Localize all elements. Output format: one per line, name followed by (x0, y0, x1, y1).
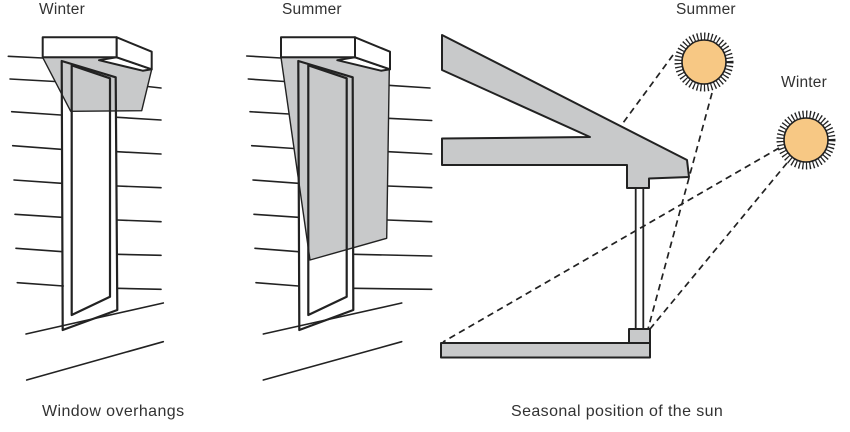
summer-sun-icon (674, 32, 734, 92)
caption-seasonal-position: Seasonal position of the sun (511, 403, 724, 420)
winter-window-diagram (7, 36, 165, 381)
winter-sun-label: Winter (781, 74, 827, 91)
summer-window-diagram (245, 36, 433, 381)
winter-overhang-front (41, 36, 118, 59)
winter-sun-icon (776, 110, 836, 170)
summer-sun-label: Summer (676, 1, 736, 18)
summer-window-label: Summer (282, 1, 342, 18)
winter-overhang-side (115, 36, 153, 71)
floor-slab-section (440, 342, 651, 359)
winter-sun-ray-to-sill (649, 162, 788, 330)
summer-sun-ray-grazing-eave (647, 92, 713, 330)
summer-window-inner-frame (307, 64, 348, 317)
summer-sun-ray-blocked-by-roof (622, 54, 674, 124)
summer-overhang-side (354, 36, 391, 71)
summer-overhang-shadow (280, 56, 390, 261)
winter-sun-ray-through-window (442, 147, 780, 343)
caption-window-overhangs: Window overhangs (42, 403, 185, 420)
roof-and-ceiling-section (441, 34, 690, 189)
winter-window-inner-frame (70, 64, 112, 317)
winter-window-label: Winter (39, 1, 85, 18)
summer-overhang-front (280, 36, 356, 59)
winter-window-outer-frame (60, 59, 119, 332)
window-sill-section (628, 328, 651, 344)
window-section-glazing-lines (634, 188, 645, 329)
summer-window-outer-frame (297, 59, 355, 332)
sun-position-diagram (440, 32, 836, 359)
